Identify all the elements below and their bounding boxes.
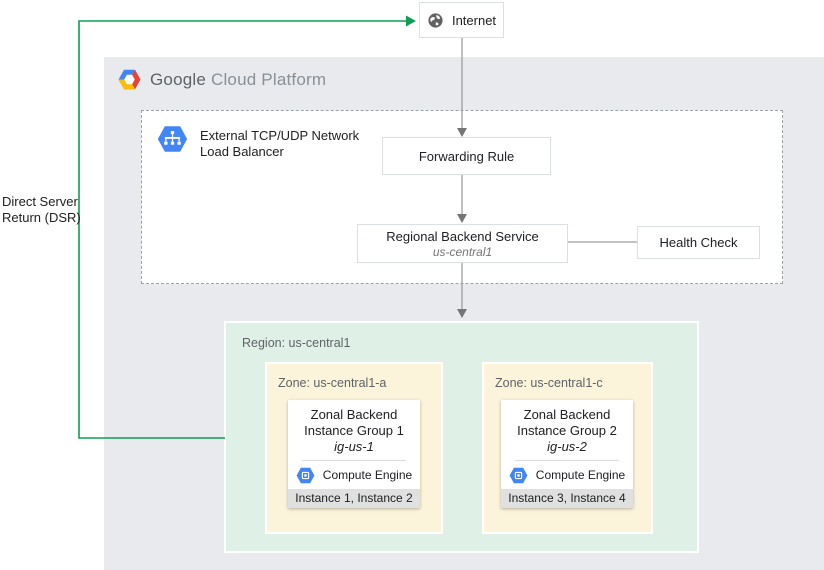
instance-list: Instance 1, Instance 2 xyxy=(288,489,420,508)
gcp-logo: Google Cloud Platform xyxy=(118,68,326,91)
health-check-node: Health Check xyxy=(637,226,760,259)
zone-label: Zone: us-central1-a xyxy=(278,376,387,390)
zone-label: Zone: us-central1-c xyxy=(495,376,603,390)
dsr-annotation: Direct Server Return (DSR) xyxy=(2,194,81,225)
region-label: Region: us-central1 xyxy=(242,336,351,350)
gcp-hexagon-logo-icon xyxy=(118,69,141,90)
backend-service-label: Regional Backend Service xyxy=(386,228,539,244)
gcp-brand-text: Google Cloud Platform xyxy=(150,70,326,90)
arrowhead-right-icon xyxy=(406,15,416,27)
instance-group-card-1: Zonal Backend Instance Group 1 ig-us-1 C… xyxy=(288,400,420,508)
instance-group-card-2: Zonal Backend Instance Group 2 ig-us-2 C… xyxy=(501,400,633,508)
instance-group-title: Zonal Backend Instance Group 2 xyxy=(517,407,617,438)
compute-engine-icon xyxy=(509,467,528,483)
brand-google: Google xyxy=(150,69,207,89)
instance-group-title: Zonal Backend Instance Group 1 xyxy=(304,407,404,438)
compute-engine-label: Compute Engine xyxy=(322,468,413,482)
compute-engine-row: Compute Engine xyxy=(501,461,633,489)
divider xyxy=(515,460,619,461)
forwarding-rule-node: Forwarding Rule xyxy=(382,137,551,175)
health-check-label: Health Check xyxy=(659,235,738,250)
backend-service-node: Regional Backend Service us-central1 xyxy=(357,224,568,263)
brand-cloud-platform: Cloud Platform xyxy=(210,69,327,89)
compute-engine-icon xyxy=(296,467,315,483)
divider xyxy=(302,460,406,461)
internet-label: Internet xyxy=(451,12,497,28)
backend-service-scope: us-central1 xyxy=(432,244,493,259)
network-load-balancer-icon xyxy=(157,126,188,152)
internet-node: Internet xyxy=(419,2,504,38)
instance-group-name: ig-us-2 xyxy=(547,439,587,454)
load-balancer-header: External TCP/UDP Network Load Balancer xyxy=(157,125,385,160)
load-balancer-title: External TCP/UDP Network Load Balancer xyxy=(200,128,360,159)
instance-group-name: ig-us-1 xyxy=(334,439,374,454)
compute-engine-label: Compute Engine xyxy=(535,468,626,482)
compute-engine-row: Compute Engine xyxy=(288,461,420,489)
instance-list: Instance 3, Instance 4 xyxy=(501,489,633,508)
globe-icon xyxy=(428,12,443,28)
forwarding-rule-label: Forwarding Rule xyxy=(418,148,515,164)
